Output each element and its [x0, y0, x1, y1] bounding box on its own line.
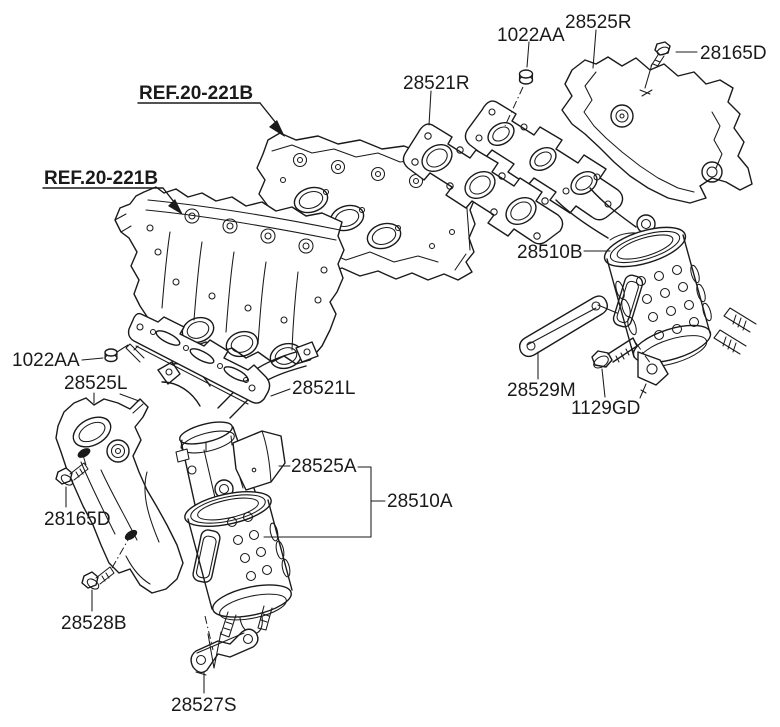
- callout-1129gd: 1129GD: [571, 398, 641, 419]
- bolt-28165d-left-drawing: [55, 462, 89, 486]
- stay-right-drawing: [518, 295, 609, 358]
- callout-1022aa-right: 1022AA: [497, 25, 565, 46]
- stay-left-drawing: [190, 628, 259, 676]
- callout-28525l: 28525L: [64, 373, 128, 394]
- callout-28527s: 28527S: [171, 695, 237, 716]
- callout-28521r: 28521R: [403, 73, 470, 94]
- exhaust-gasket-left-drawing: [127, 312, 271, 405]
- heat-shield-right-drawing: [561, 56, 753, 204]
- heat-shield-left-drawing: [55, 397, 184, 594]
- callout-28528b: 28528B: [61, 613, 127, 634]
- callout-28525r: 28525R: [565, 12, 632, 33]
- callout-28165d-right: 28165D: [700, 43, 767, 64]
- heat-shield-small-left-drawing: [232, 430, 286, 491]
- bolt-28528b-drawing: [81, 566, 115, 590]
- callout-28529m: 28529M: [507, 380, 576, 401]
- nut-1022aa-left-drawing: [104, 348, 118, 363]
- callout-28525a: 28525A: [291, 456, 357, 477]
- leader-lines: [42, 29, 698, 694]
- ref-arrowhead-left: [168, 199, 183, 215]
- exhaust-gasket-right-drawing: [402, 123, 564, 245]
- callout-1022aa-left: 1022AA: [12, 350, 80, 371]
- exhaust-manifold-catalyst-right-drawing: [464, 100, 757, 399]
- ref-callout-left: REF.20-221B: [44, 168, 159, 189]
- callout-28521l: 28521L: [292, 378, 356, 399]
- callout-28510b: 28510B: [517, 242, 583, 263]
- ref-callout-right: REF.20-221B: [139, 83, 254, 104]
- ref-arrowhead-right: [269, 120, 285, 137]
- callout-28165d-left: 28165D: [44, 509, 111, 530]
- callout-28510a: 28510A: [387, 491, 453, 512]
- bolt-1129gd-drawing: [591, 337, 638, 369]
- bolt-28165d-right-drawing: [650, 41, 671, 68]
- nut-1022aa-right-drawing: [518, 69, 534, 85]
- exhaust-manifold-catalyst-left-drawing: [125, 341, 319, 638]
